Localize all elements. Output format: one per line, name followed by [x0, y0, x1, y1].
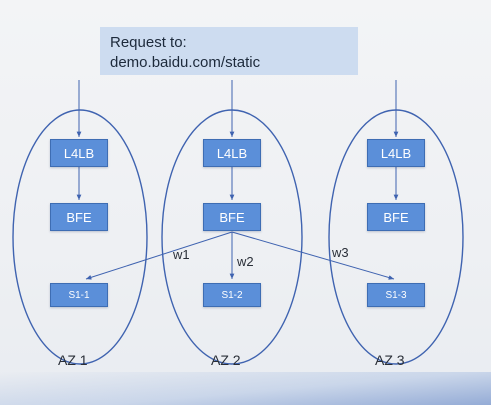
weight-label-w2: w2 [237, 254, 254, 269]
az1-label: AZ 1 [58, 352, 88, 368]
az2-label: AZ 2 [211, 352, 241, 368]
weight-label-w1: w1 [173, 247, 190, 262]
request-line-2: demo.baidu.com/static [110, 54, 261, 71]
arrow-bfe-s1-1 [85, 231, 233, 280]
weight-label-w3: w3 [332, 245, 349, 260]
az3-server-node: S1-3 [367, 283, 425, 307]
arrow-bfe-s1-3 [231, 231, 395, 280]
request-line-1: Request to: [110, 34, 187, 51]
az3-l4lb-node: L4LB [367, 139, 425, 167]
az-1-ellipse [12, 109, 148, 365]
bottom-decor-band [0, 372, 491, 405]
az3-label: AZ 3 [375, 352, 405, 368]
az1-l4lb-node: L4LB [50, 139, 108, 167]
az1-bfe-node: BFE [50, 203, 108, 231]
az2-l4lb-node: L4LB [203, 139, 261, 167]
az1-server-node: S1-1 [50, 283, 108, 307]
az2-server-node: S1-2 [203, 283, 261, 307]
az2-bfe-node: BFE [203, 203, 261, 231]
az3-bfe-node: BFE [367, 203, 425, 231]
request-box: Request to: demo.baidu.com/static [100, 27, 358, 75]
